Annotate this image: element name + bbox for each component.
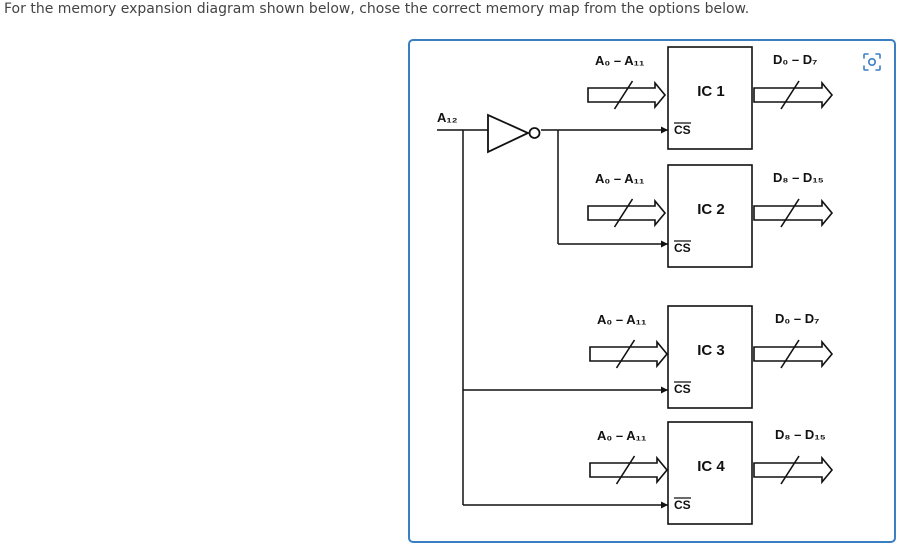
address-bus-arrow bbox=[589, 339, 669, 369]
address-bus-arrow bbox=[587, 198, 667, 228]
chip-box bbox=[667, 421, 753, 525]
chip-box bbox=[667, 46, 753, 150]
data-bus-label: D₈ – D₁₅ bbox=[775, 427, 826, 442]
inverter-gate bbox=[487, 113, 541, 154]
data-bus-arrow bbox=[753, 198, 834, 228]
chip-box bbox=[667, 164, 753, 268]
address-bus-label: A₀ – A₁₁ bbox=[597, 428, 646, 443]
address-bus-label: A₀ – A₁₁ bbox=[595, 171, 644, 186]
chip-box bbox=[667, 305, 753, 409]
data-bus-arrow bbox=[753, 339, 834, 369]
address-bus-label: A₀ – A₁₁ bbox=[597, 312, 646, 327]
a12-label: A₁₂ bbox=[437, 110, 458, 125]
memory-chip-1: IC 1 CS A₀ – A₁₁ D₀ – D₇ bbox=[587, 46, 834, 150]
address-bus-arrow bbox=[589, 455, 669, 485]
data-bus-label: D₀ – D₇ bbox=[773, 52, 817, 67]
chip-select-label: CS bbox=[674, 498, 691, 512]
data-bus-label: D₈ – D₁₅ bbox=[773, 170, 824, 185]
data-bus-arrow bbox=[753, 80, 834, 110]
address-bus-label: A₀ – A₁₁ bbox=[595, 53, 644, 68]
a12-wiring bbox=[437, 126, 668, 509]
memory-chip-4: IC 4 CS A₀ – A₁₁ D₈ – D₁₅ bbox=[589, 421, 834, 525]
memory-chip-3: IC 3 CS A₀ – A₁₁ D₀ – D₇ bbox=[589, 305, 834, 409]
question-text: For the memory expansion diagram shown b… bbox=[4, 1, 750, 17]
address-bus-arrow bbox=[587, 80, 667, 110]
chip-name: IC 1 bbox=[697, 83, 725, 100]
memory-chip-2: IC 2 CS A₀ – A₁₁ D₈ – D₁₅ bbox=[587, 164, 834, 268]
diagram-frame bbox=[408, 39, 896, 543]
chip-name: IC 4 bbox=[697, 458, 725, 475]
image-scan-icon[interactable] bbox=[862, 52, 882, 72]
chip-select-label: CS bbox=[674, 382, 691, 396]
data-bus-label: D₀ – D₇ bbox=[775, 311, 819, 326]
chip-select-label: CS bbox=[674, 241, 691, 255]
chip-select-label: CS bbox=[674, 123, 691, 137]
chip-name: IC 2 bbox=[697, 201, 725, 218]
data-bus-arrow bbox=[753, 455, 834, 485]
chip-name: IC 3 bbox=[697, 342, 725, 359]
